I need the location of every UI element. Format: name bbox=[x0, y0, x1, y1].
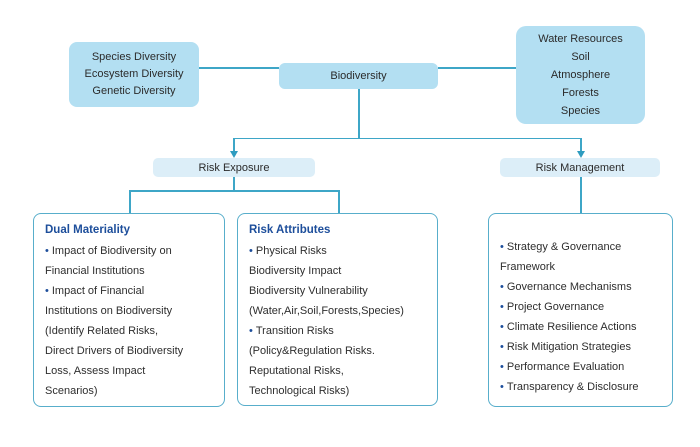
risk-management-node: Risk Management bbox=[500, 158, 660, 177]
connector-branch-horizontal bbox=[233, 137, 581, 139]
connector-to-dual-materiality bbox=[129, 190, 131, 213]
arrow-down-icon bbox=[576, 151, 585, 158]
dual-materiality-title: Dual Materiality bbox=[45, 224, 130, 236]
biodiversity-label: Biodiversity bbox=[330, 70, 387, 82]
biodiversity-node: Biodiversity bbox=[279, 63, 438, 89]
connector-exposure-drop bbox=[233, 177, 235, 190]
connector-to-risk-attributes bbox=[338, 190, 340, 213]
dual-materiality-box: Dual Materiality •Impact of Biodiversity… bbox=[33, 213, 225, 407]
connector-biodiversity-drop bbox=[358, 89, 360, 138]
risk-attributes-title: Risk Attributes bbox=[249, 224, 331, 236]
connector-to-management-detail bbox=[580, 177, 582, 213]
connector-biodiversity-to-right bbox=[438, 67, 516, 69]
connector-exposure-split bbox=[129, 190, 339, 192]
risk-exposure-label: Risk Exposure bbox=[198, 161, 270, 174]
risk-management-label: Risk Management bbox=[535, 161, 625, 174]
connector-stub-risk-exposure bbox=[233, 138, 235, 152]
connector-left-to-biodiversity bbox=[199, 67, 279, 69]
arrow-down-icon bbox=[229, 151, 238, 158]
risk-exposure-node: Risk Exposure bbox=[153, 158, 315, 177]
connector-stub-risk-management bbox=[580, 138, 582, 152]
